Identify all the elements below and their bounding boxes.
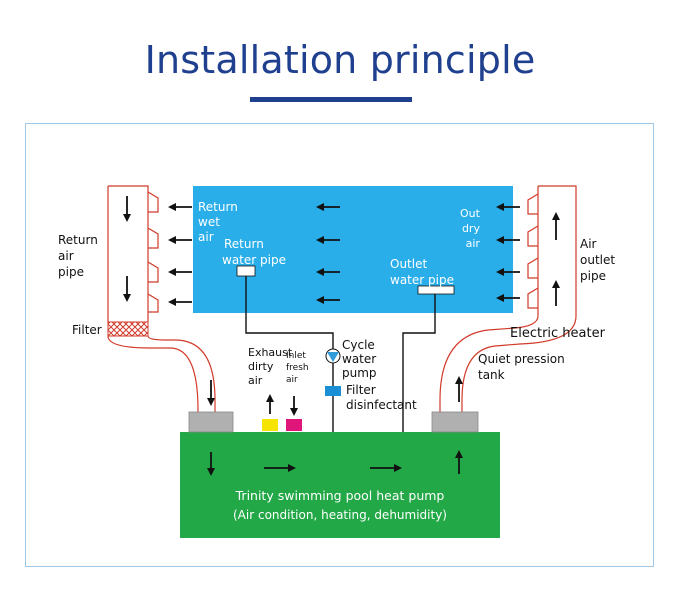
outlet-duct-connector (431, 411, 479, 433)
cycle-water-pump (325, 348, 341, 364)
filter-disinfectant-block (325, 386, 341, 396)
label-electric-heater: Electric heater (510, 326, 605, 341)
label-out-dry-air: Out dry air (460, 207, 480, 250)
exhaust-marker (262, 419, 278, 431)
label-return-air-pipe: Return air pipe (58, 233, 98, 279)
label-cycle-water-pump: Cycle water pump (342, 338, 377, 380)
heat-pump-modes: (Air condition, heating, dehumidity) (233, 508, 447, 522)
diagram-frame (25, 123, 654, 567)
title-underline (250, 97, 412, 102)
page-title: Installation principle (144, 38, 536, 82)
heat-pump-name: Trinity swimming pool heat pump (235, 488, 445, 503)
label-filter: Filter (72, 323, 102, 337)
return-duct-connector (188, 411, 234, 433)
return-water-pipe-inlet (236, 265, 256, 277)
label-inlet-fresh-air: Inlet fresh air (286, 351, 309, 385)
inlet-marker (286, 419, 302, 431)
label-quiet-pression-tank: Quiet pression tank (478, 352, 565, 382)
heat-pump-block (180, 432, 500, 538)
air-outlet-duct (439, 185, 577, 412)
water-pipes (245, 276, 436, 432)
label-exhaust-dirty-air: Exhaust dirty air (248, 346, 293, 387)
label-return-water-pipe: Return water pipe (222, 237, 286, 267)
label-filter-disinfectant: Filter disinfectant (346, 383, 417, 412)
outlet-water-pipe-inlet (417, 285, 455, 295)
filter-mesh (107, 321, 149, 337)
label-return-wet-air: Return wet air (198, 200, 238, 244)
label-air-outlet-pipe: Air outlet pipe (580, 237, 616, 283)
label-outlet-water-pipe: Outlet water pipe (390, 257, 454, 287)
return-air-duct (107, 185, 216, 415)
